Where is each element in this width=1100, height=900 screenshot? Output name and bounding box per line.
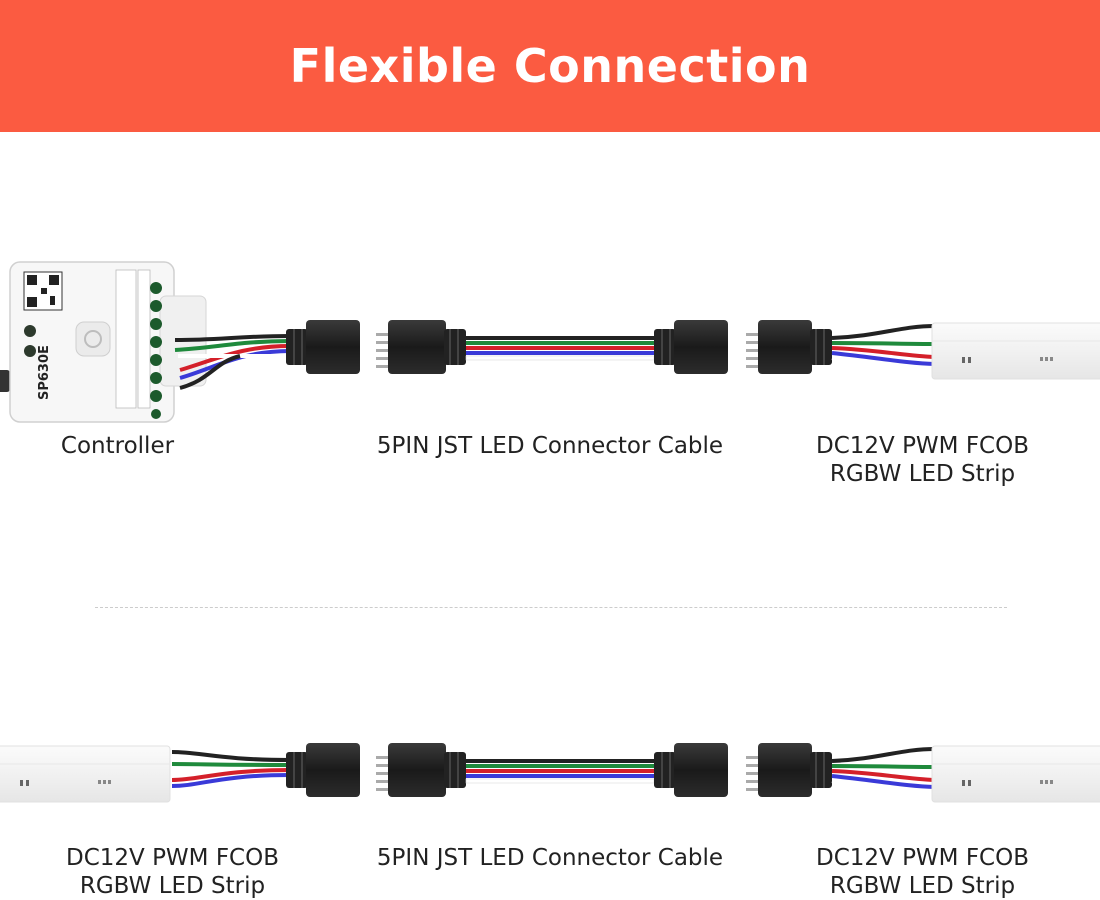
caption-controller: Controller	[60, 433, 175, 459]
row2-connector-cable	[375, 742, 729, 798]
caption-row2-strip-left-line1: DC12V PWM FCOB	[65, 845, 280, 871]
controller-output-connector	[286, 320, 360, 374]
page-title: Flexible Connection	[289, 39, 811, 93]
caption-row1-strip-line1: DC12V PWM FCOB	[815, 433, 1030, 459]
controller-wires	[174, 334, 291, 390]
controller-device: SP630E	[0, 261, 207, 423]
caption-row1-strip-line2: RGBW LED Strip	[829, 461, 1016, 487]
row1-connector-cable	[375, 319, 729, 375]
caption-row2-strip-right-line1: DC12V PWM FCOB	[815, 845, 1030, 871]
row2-led-strip-right	[745, 742, 1100, 803]
title-banner: Flexible Connection	[0, 0, 1100, 132]
row-divider	[95, 607, 1007, 608]
caption-row2-strip-left: DC12V PWM FCOB RGBW LED Strip	[40, 844, 305, 900]
caption-row1-cable: 5PIN JST LED Connector Cable	[376, 433, 724, 459]
caption-row2-cable: 5PIN JST LED Connector Cable	[376, 845, 724, 871]
caption-row2-strip-left-line2: RGBW LED Strip	[79, 873, 266, 899]
caption-row2-strip-right-line2: RGBW LED Strip	[829, 873, 1016, 899]
row2-led-strip-left	[0, 743, 360, 803]
controller-model: SP630E	[37, 345, 52, 400]
caption-row1-strip: DC12V PWM FCOB RGBW LED Strip	[790, 432, 1055, 488]
row1-led-strip	[745, 319, 1100, 380]
caption-row2-strip-right: DC12V PWM FCOB RGBW LED Strip	[790, 844, 1055, 900]
